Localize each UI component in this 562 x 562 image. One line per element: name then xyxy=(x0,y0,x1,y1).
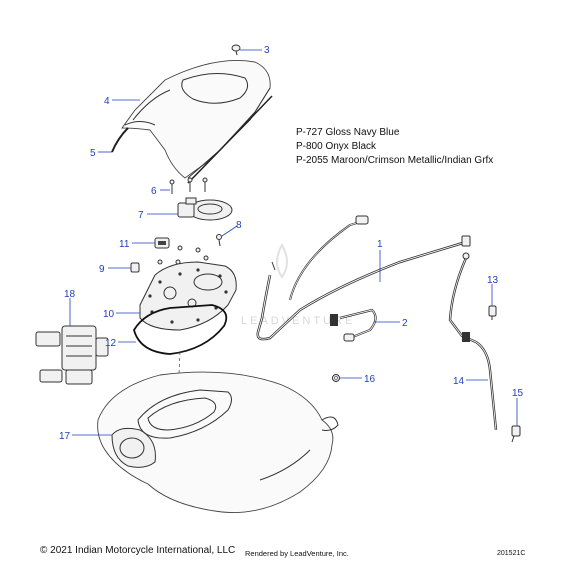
clamp-part-16 xyxy=(332,374,340,382)
clip-part-9 xyxy=(130,262,140,273)
callout-16: 16 xyxy=(364,374,376,385)
callout-8: 8 xyxy=(236,220,242,231)
tank-console-part-4 xyxy=(121,60,271,179)
callout-3: 3 xyxy=(264,45,270,56)
callout-6: 6 xyxy=(151,186,157,197)
paint-code-navy-blue: P-727 Gloss Navy Blue xyxy=(296,127,400,138)
leadventure-watermark: LEADVENTURE xyxy=(241,242,355,327)
callout-group: 3 4 5 6 7 8 11 9 10 12 18 17 1 2 16 13 1 xyxy=(59,45,524,442)
bolts-part-6 xyxy=(169,177,208,194)
fuel-tank-part-17 xyxy=(97,371,339,513)
fuel-sender-part-7 xyxy=(177,197,233,221)
rendered-by-text: Rendered by LeadVenture, Inc. xyxy=(245,549,349,558)
callout-17: 17 xyxy=(59,431,71,442)
fitting-part-13 xyxy=(488,305,497,320)
screw-part-3 xyxy=(231,44,241,56)
fitting-part-15 xyxy=(511,425,521,443)
fuel-pump-part-18 xyxy=(35,325,109,385)
paint-code-maroon-crimson: P-2055 Maroon/Crimson Metallic/Indian Gr… xyxy=(296,155,494,166)
callout-13: 13 xyxy=(487,275,499,286)
trim-strip-part-5 xyxy=(111,95,273,184)
hose-part-14 xyxy=(448,252,498,431)
alignment-guide xyxy=(177,351,181,396)
copyright-text: © 2021 Indian Motorcycle International, … xyxy=(40,545,236,556)
screw-part-8 xyxy=(216,234,222,247)
callout-14: 14 xyxy=(453,376,465,387)
callout-9: 9 xyxy=(99,264,105,275)
callout-15: 15 xyxy=(512,388,524,399)
callout-7: 7 xyxy=(138,210,144,221)
callout-10: 10 xyxy=(103,309,115,320)
callout-4: 4 xyxy=(104,96,110,107)
leader-8 xyxy=(221,225,238,237)
vent-line-part-2 xyxy=(330,308,377,342)
paint-code-onyx-black: P-800 Onyx Black xyxy=(296,141,377,152)
fuel-line-part-1 xyxy=(256,215,471,341)
callout-18: 18 xyxy=(64,289,76,300)
gasket-part-12 xyxy=(133,304,228,355)
mounting-plate-part-10 xyxy=(139,261,237,331)
callout-5: 5 xyxy=(90,148,96,159)
callout-12: 12 xyxy=(105,338,117,349)
connector-part-11 xyxy=(154,237,170,249)
callout-11: 11 xyxy=(119,239,130,250)
watermark-text: LEADVENTURE xyxy=(241,315,355,327)
callout-2: 2 xyxy=(402,318,408,329)
paint-code-list: P-727 Gloss Navy Blue P-800 Onyx Black P… xyxy=(296,126,556,168)
document-id: 201521C xyxy=(497,550,526,557)
callout-1: 1 xyxy=(377,239,383,250)
